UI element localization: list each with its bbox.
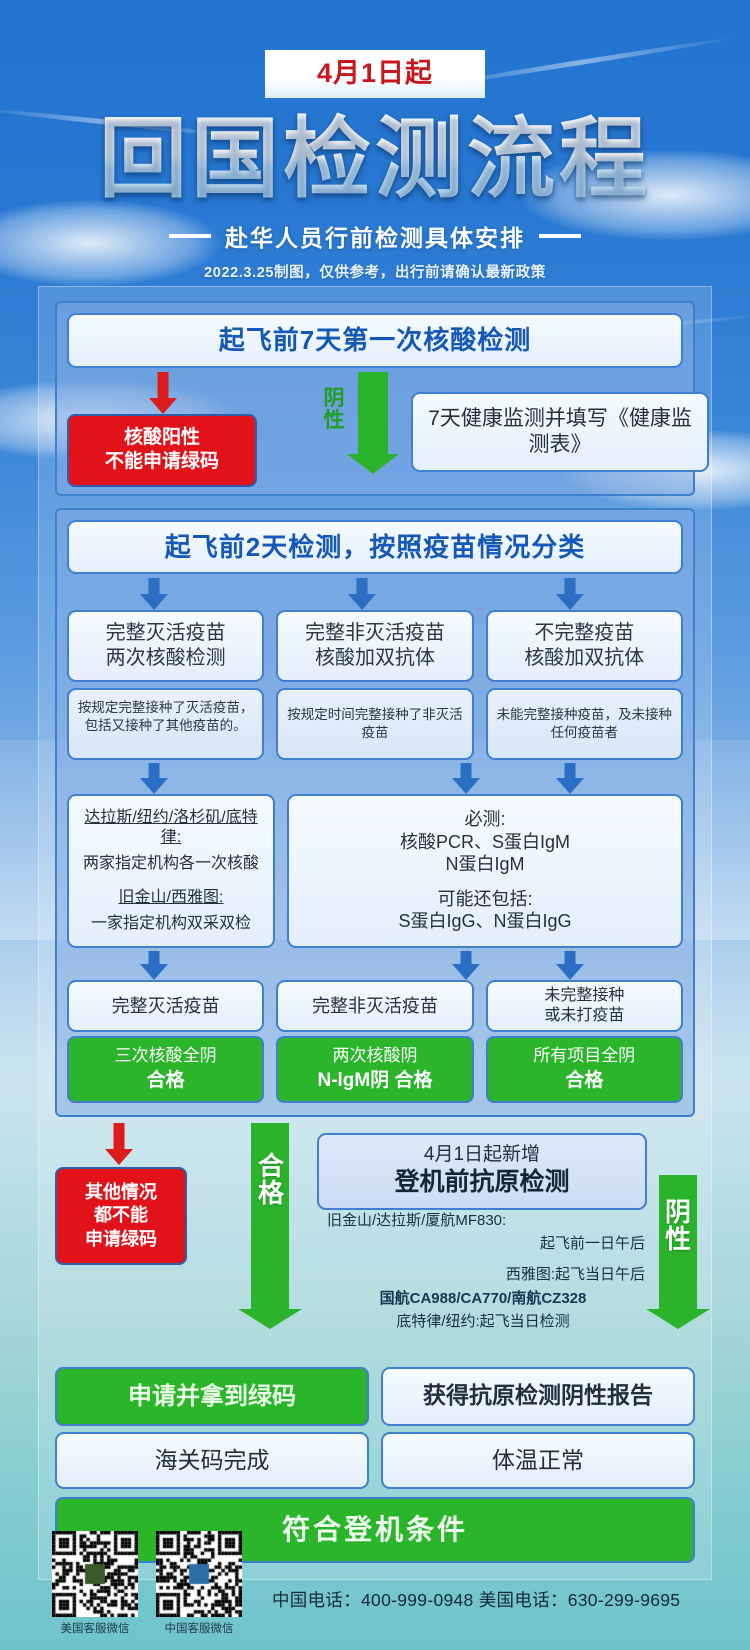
vaccine-note-inactivated: 按规定完整接种了灭活疫苗，包括又接种了其他疫苗的。	[67, 688, 265, 760]
required-label: 必测:	[464, 809, 506, 829]
result-heads: 完整灭活疫苗 完整非灭活疫苗 未完整接种 或未打疫苗	[67, 980, 683, 1032]
detail-city-line-1: 达拉斯/纽约/洛杉矶/底特律:	[84, 809, 258, 846]
outcome-green-code-obtained: 申请并拿到绿码	[55, 1366, 369, 1426]
antigen-line-5: 底特律/纽约:起飞当日检测	[396, 1312, 570, 1330]
qr-code-us-wechat[interactable]	[52, 1531, 138, 1617]
result-pass-incomplete: 所有项目全阴 合格	[485, 1036, 683, 1103]
outcome-row-2: 海关码完成 体温正常	[55, 1431, 695, 1489]
result-pass-non-inactivated-detail: 两次核酸阴	[332, 1046, 418, 1065]
result-pass-non-inactivated: 两次核酸阴 N-lgM阴 合格	[276, 1036, 474, 1103]
final-eligible-to-board: 符合登机条件	[55, 1496, 695, 1564]
vaccine-category-heads: 完整灭活疫苗 两次核酸检测 完整非灭活疫苗 核酸加双抗体 不完整疫苗 核酸加双抗…	[67, 610, 683, 682]
antigen-line-4: 国航CA988/CA770/南航CZ328	[379, 1289, 587, 1307]
detail-city-rule-1: 两家指定机构各一次核酸	[82, 855, 259, 872]
detail-required-tests: 必测: 核酸PCR、S蛋白IgM N蛋白IgM 可能还包括: S蛋白IgG、N蛋…	[287, 794, 683, 948]
arrow-down-green-pass-icon	[237, 1122, 303, 1341]
antigen-title-big: 登机前抗原检测	[394, 1167, 570, 1196]
step-antigen-before-boarding: 4月1日起新增 登机前抗原检测	[317, 1132, 647, 1210]
result-pass-incomplete-label: 合格	[565, 1070, 604, 1092]
result-pass-row: 三次核酸全阴 合格 两次核酸阴 N-lgM阴 合格 所有项目全阴 合格	[67, 1036, 683, 1103]
result-head-inactivated: 完整灭活疫苗	[67, 980, 265, 1032]
result-pass-non-inactivated-label: N-lgM阴 合格	[317, 1070, 433, 1092]
rule-right-icon	[539, 233, 581, 238]
qr-item-us: 美国客服微信	[52, 1531, 138, 1636]
qr-label-cn: 中国客服微信	[164, 1623, 234, 1635]
vaccine-note-non-inactivated: 按规定时间完整接种了非灭活疫苗	[276, 688, 474, 760]
vaccine-col-head-inactivated: 完整灭活疫苗 两次核酸检测	[67, 610, 265, 682]
arrow-down-blue-icon	[452, 763, 480, 794]
step-7day-health-monitoring: 7天健康监测并填写《健康监测表》	[411, 391, 709, 472]
detail-city-rule-2: 一家指定机构双采双检	[90, 915, 251, 932]
arrow-down-blue-icon	[140, 951, 168, 980]
antigen-line-3: 西雅图:起飞当日午后	[505, 1266, 645, 1284]
step-first-nat-test: 起飞前7天第一次核酸检测	[67, 313, 683, 368]
detail-city-rules: 达拉斯/纽约/洛杉矶/底特律: 两家指定机构各一次核酸 旧金山/西雅图: 一家指…	[67, 794, 275, 948]
arrow-down-red-icon	[105, 1122, 133, 1165]
vaccine-col-head-incomplete: 不完整疫苗 核酸加双抗体	[485, 610, 683, 682]
qr-item-cn: 中国客服微信	[156, 1531, 242, 1636]
page-subtitle: 赴华人员行前检测具体安排	[225, 224, 525, 251]
stage-pre-7day: 起飞前7天第一次核酸检测 核酸阳性 不能申请绿码 阴性 7天健康监测并填写《健康…	[55, 301, 709, 496]
arrow-down-blue-icon	[452, 951, 480, 980]
outcome-temperature-normal: 体温正常	[381, 1431, 695, 1489]
result-pass-inactivated-label: 合格	[146, 1070, 185, 1092]
arrow-down-blue-icon	[556, 951, 584, 980]
arrow-down-green-negative-icon	[645, 1174, 711, 1341]
label-pass-stage3: 合格	[257, 1150, 284, 1209]
arrow-down-blue-icon	[556, 763, 584, 794]
result-other-no-green-code: 其他情况 都不能 申请绿码	[55, 1166, 187, 1265]
page-meta: 2022.3.25制图，仅供参考，出行前请确认最新政策	[204, 264, 546, 281]
flow-panel: 起飞前7天第一次核酸检测 核酸阳性 不能申请绿码 阴性 7天健康监测并填写《健康…	[38, 286, 712, 1581]
required-line-2: N蛋白IgM	[445, 854, 525, 874]
arrow-down-blue-icon	[348, 578, 376, 610]
qr-code-group: 美国客服微信 中国客服微信	[52, 1531, 242, 1636]
antigen-detail-lines: 旧金山/达拉斯/厦航MF830: 起飞前一日午后 西雅图:起飞当日午后 国航CA…	[303, 1209, 663, 1333]
date-badge: 4月1日起	[264, 50, 486, 98]
result-pass-incomplete-detail: 所有项目全阴	[533, 1046, 636, 1065]
result-pass-inactivated: 三次核酸全阴 合格	[67, 1036, 265, 1103]
label-negative-stage1: 阴性	[323, 386, 345, 432]
page-title: 回国检测流程	[0, 111, 750, 205]
qr-label-us: 美国客服微信	[60, 1623, 130, 1635]
stage-boarding: 其他情况 都不能 申请绿码 合格 4月1日起新增 登机前抗原检测 旧金山/达拉斯…	[55, 1122, 710, 1373]
antigen-line-1: 旧金山/达拉斯/厦航MF830:	[327, 1211, 507, 1229]
maybe-label: 可能还包括:	[437, 888, 533, 909]
detail-city-line-2: 旧金山/西雅图:	[118, 889, 224, 906]
result-pass-inactivated-detail: 三次核酸全阴	[114, 1046, 217, 1065]
vaccine-col-head-non-inactivated: 完整非灭活疫苗 核酸加双抗体	[276, 610, 474, 682]
stage-pre-2day: 起飞前2天检测，按照疫苗情况分类 完整灭活疫苗 两次核酸检测 完整非灭活疫苗 核…	[55, 507, 695, 1117]
vaccine-note-incomplete: 未能完整接种疫苗，及未接种任何疫苗者	[485, 688, 683, 760]
arrow-down-red-icon	[149, 371, 177, 414]
outcome-customs-code-done: 海关码完成	[55, 1431, 369, 1489]
outcome-row-1: 申请并拿到绿码 获得抗原检测阴性报告	[55, 1366, 695, 1426]
outcome-antigen-negative-report: 获得抗原检测阴性报告	[381, 1366, 695, 1426]
rule-left-icon	[169, 233, 211, 238]
arrow-down-green-negative-icon	[345, 371, 401, 476]
result-head-incomplete: 未完整接种 或未打疫苗	[485, 980, 683, 1032]
arrow-down-blue-icon	[556, 578, 584, 610]
arrow-down-blue-icon	[140, 578, 168, 610]
subtitle-row: 赴华人员行前检测具体安排	[0, 219, 750, 253]
vaccine-category-notes: 按规定完整接种了灭活疫苗，包括又接种了其他疫苗的。 按规定时间完整接种了非灭活疫…	[67, 688, 683, 760]
step-2day-classify-by-vaccine: 起飞前2天检测，按照疫苗情况分类	[67, 519, 683, 574]
page-header: 4月1日起 回国检测流程 赴华人员行前检测具体安排 2022.3.25制图，仅供…	[0, 0, 750, 282]
arrow-down-blue-icon	[140, 763, 168, 794]
label-negative-stage3: 阴性	[664, 1196, 691, 1255]
antigen-title-small: 4月1日起新增	[423, 1143, 541, 1165]
maybe-line: S蛋白IgG、N蛋白IgG	[398, 911, 572, 931]
detail-row: 达拉斯/纽约/洛杉矶/底特律: 两家指定机构各一次核酸 旧金山/西雅图: 一家指…	[67, 794, 683, 948]
contact-phone-numbers: 中国电话：400-999-0948 美国电话：630-299-9695	[272, 1590, 681, 1610]
qr-code-cn-wechat[interactable]	[156, 1531, 242, 1617]
result-positive-no-green-code: 核酸阳性 不能申请绿码	[67, 413, 257, 487]
result-head-non-inactivated: 完整非灭活疫苗	[276, 980, 474, 1032]
required-line-1: 核酸PCR、S蛋白IgM	[399, 831, 570, 852]
antigen-line-2: 起飞前一日午后	[539, 1235, 645, 1253]
page-footer: 美国客服微信 中国客服微信 中国电话：400-999-0948 美国电话：630…	[0, 1490, 750, 1650]
